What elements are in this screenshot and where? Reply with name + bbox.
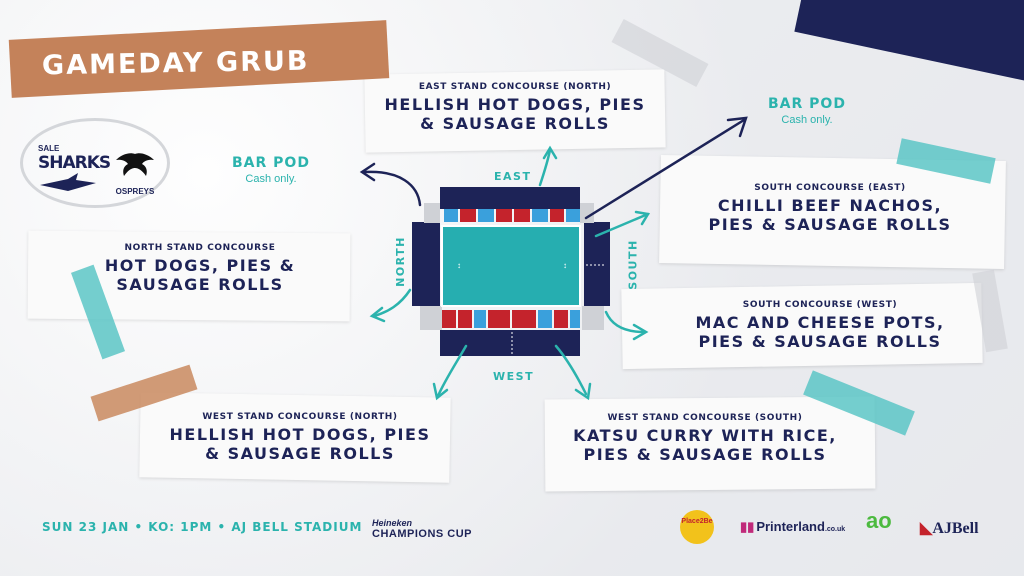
concourse-south-east: SOUTH CONCOURSE (EAST) CHILLI BEEF NACHO…: [670, 183, 990, 234]
bar-pod-title: BAR POD: [768, 96, 846, 112]
arrow-head: [432, 382, 449, 401]
printerland-icon: ▮▮: [740, 519, 755, 534]
sale-sharks-logo-big: SHARKS: [38, 153, 111, 173]
pitch: [441, 225, 581, 307]
printerland-logo: ▮▮Printerland.co.uk: [740, 519, 845, 535]
arrow-west-south: [554, 344, 588, 396]
concourse-label: SOUTH CONCOURSE (EAST): [754, 183, 906, 193]
compass-east: EAST: [494, 170, 532, 183]
stand-corner: [424, 203, 440, 223]
concourse-items-line1: HOT DOGS, PIES &: [104, 256, 296, 275]
concourse-items-line1: CHILLI BEEF NACHOS,: [717, 196, 943, 215]
concourse-label: NORTH STAND CONCOURSE: [124, 243, 276, 253]
bar-pod-note: Cash only.: [781, 114, 833, 126]
place2be-logo: Place2Be: [680, 510, 714, 544]
arrow-head: [632, 323, 649, 341]
printerland-logo-text: Printerland: [756, 519, 825, 534]
printerland-logo-suffix: .co.uk: [824, 526, 846, 533]
ajbell-logo: ◣AJBell: [920, 518, 979, 538]
arrows: [369, 145, 651, 401]
concourse-items-line2: & SAUSAGE ROLLS: [420, 114, 610, 133]
concourse-items-line2: SAUSAGE ROLLS: [116, 275, 284, 294]
concourse-label: WEST STAND CONCOURSE (NORTH): [202, 412, 398, 422]
concourse-east-north: EAST STAND CONCOURSE (NORTH) HELLISH HOT…: [360, 82, 670, 133]
compass-west: WEST: [493, 370, 535, 383]
arrow-head: [359, 162, 376, 182]
concourse-north: NORTH STAND CONCOURSE HOT DOGS, PIES & S…: [60, 243, 340, 294]
team-logos-frame: [20, 118, 170, 208]
concourse-south-west: SOUTH CONCOURSE (WEST) MAC AND CHEESE PO…: [660, 300, 980, 351]
sale-sharks-logo: SALE SHARKS: [38, 144, 111, 195]
champions-cup-logo: Heineken CHAMPIONS CUP: [372, 518, 472, 540]
stand-corner: [420, 306, 442, 330]
ajbell-icon: ◣: [920, 520, 933, 537]
concourse-items-line2: & SAUSAGE ROLLS: [205, 444, 395, 463]
arrow-north: [372, 288, 412, 318]
champions-cup-logo-bottom: CHAMPIONS CUP: [372, 528, 473, 540]
concourse-label: WEST STAND CONCOURSE (SOUTH): [607, 413, 803, 423]
stand-corner: [582, 306, 604, 330]
compass-north: NORTH: [393, 236, 407, 287]
arrow-bar-pod-north: [362, 170, 422, 207]
ao-logo: ao: [866, 508, 892, 533]
north-stand: [412, 222, 440, 306]
arrow-head: [542, 145, 558, 160]
stand-corner: [580, 203, 594, 223]
ospreys-logo: OSPREYS: [112, 150, 158, 196]
arrow-head: [369, 306, 386, 323]
arrow-west-north: [436, 344, 468, 398]
concourse-items-line1: MAC AND CHEESE POTS,: [695, 313, 945, 332]
bar-pod-note: Cash only.: [245, 173, 297, 185]
osprey-icon: [116, 153, 154, 176]
arrow-head: [574, 382, 592, 401]
bar-pod-south: BAR POD Cash only.: [762, 96, 852, 126]
bar-pod-title: BAR POD: [232, 155, 310, 171]
arrow-south-west: [604, 310, 646, 334]
shark-icon: [40, 173, 96, 191]
compass-south: SOUTH: [626, 239, 640, 290]
concourse-west-north: WEST STAND CONCOURSE (NORTH) HELLISH HOT…: [150, 412, 450, 463]
pitch-marker: ↕: [563, 261, 567, 270]
champions-cup-logo-top: Heineken: [372, 518, 413, 528]
bar-pod-arrows: [359, 116, 748, 220]
sale-sharks-logo-small: SALE: [38, 144, 60, 153]
east-stand: [440, 187, 580, 209]
concourse-items-line1: HELLISH HOT DOGS, PIES: [384, 95, 646, 114]
arrow-east-north: [538, 148, 552, 187]
ajbell-logo-text: AJBell: [932, 520, 979, 537]
concourse-items-line2: PIES & SAUSAGE ROLLS: [698, 332, 942, 351]
arrow-south-east: [594, 212, 650, 238]
concourse-west-south: WEST STAND CONCOURSE (SOUTH) KATSU CURRY…: [550, 413, 860, 464]
arrow-head: [726, 116, 748, 138]
pitch-marker: ↕: [457, 261, 461, 270]
concourse-items-line1: KATSU CURRY WITH RICE,: [573, 426, 837, 445]
west-seats: [442, 310, 580, 328]
east-seats: [444, 209, 580, 222]
arrow-head: [634, 210, 651, 226]
concourse-label: EAST STAND CONCOURSE (NORTH): [418, 82, 612, 92]
bar-pod-north: BAR POD Cash only.: [226, 155, 316, 185]
event-details: SUN 23 JAN • KO: 1PM • AJ BELL STADIUM: [42, 520, 363, 534]
ospreys-logo-text: OSPREYS: [115, 187, 155, 196]
concourse-items-line2: PIES & SAUSAGE ROLLS: [583, 445, 827, 464]
concourse-items-line1: HELLISH HOT DOGS, PIES: [169, 425, 431, 444]
concourse-items-line2: PIES & SAUSAGE ROLLS: [708, 215, 952, 234]
arrow-bar-pod-south: [584, 118, 746, 220]
concourse-label: SOUTH CONCOURSE (WEST): [742, 300, 898, 310]
